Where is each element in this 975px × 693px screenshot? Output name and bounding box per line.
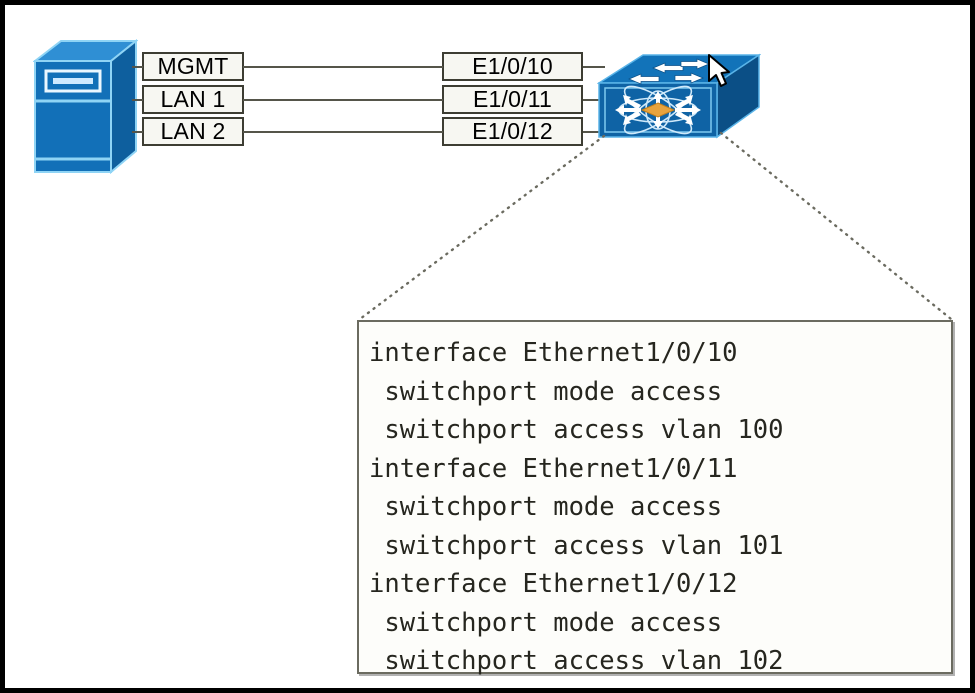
config-line: switchport mode access [369, 492, 723, 522]
wire-server-to-mgmt [132, 66, 143, 68]
switch-port-label-e1-0-12: E1/0/12 [442, 117, 583, 146]
wire-lan2-to-e1-0-12 [243, 131, 443, 133]
switch-port-label-e1-0-10: E1/0/10 [442, 52, 583, 81]
switch-config-box: interface Ethernet1/0/10 switchport mode… [357, 320, 953, 676]
config-line: switchport access vlan 102 [369, 646, 784, 676]
host-port-label-lan2: LAN 2 [142, 117, 244, 146]
config-line: interface Ethernet1/0/10 [369, 338, 738, 368]
wire-mgmt-to-e1-0-10 [243, 66, 443, 68]
host-port-label-lan1: LAN 1 [142, 85, 244, 114]
callout-line-left [358, 134, 606, 321]
callout-line-right [719, 131, 953, 321]
switch-port-label-e1-0-11: E1/0/11 [442, 85, 583, 114]
wire-e1-0-10-to-switch [583, 66, 605, 68]
config-line: interface Ethernet1/0/11 [369, 453, 738, 484]
config-line: switchport access vlan 101 [369, 530, 784, 561]
wire-server-to-lan2 [132, 131, 143, 133]
config-line: switchport mode access [369, 376, 723, 407]
host-port-label-mgmt: MGMT [142, 52, 244, 81]
config-line: switchport mode access [369, 607, 723, 638]
wire-e1-0-11-to-switch [583, 99, 605, 101]
config-line: interface Ethernet1/0/12 [369, 569, 738, 599]
wire-server-to-lan1 [132, 99, 143, 101]
switch-icon [597, 53, 761, 139]
wire-lan1-to-e1-0-11 [243, 99, 443, 101]
wire-e1-0-12-to-switch [583, 131, 605, 133]
server-icon [33, 39, 138, 174]
config-line: switchport access vlan 100 [369, 415, 784, 445]
